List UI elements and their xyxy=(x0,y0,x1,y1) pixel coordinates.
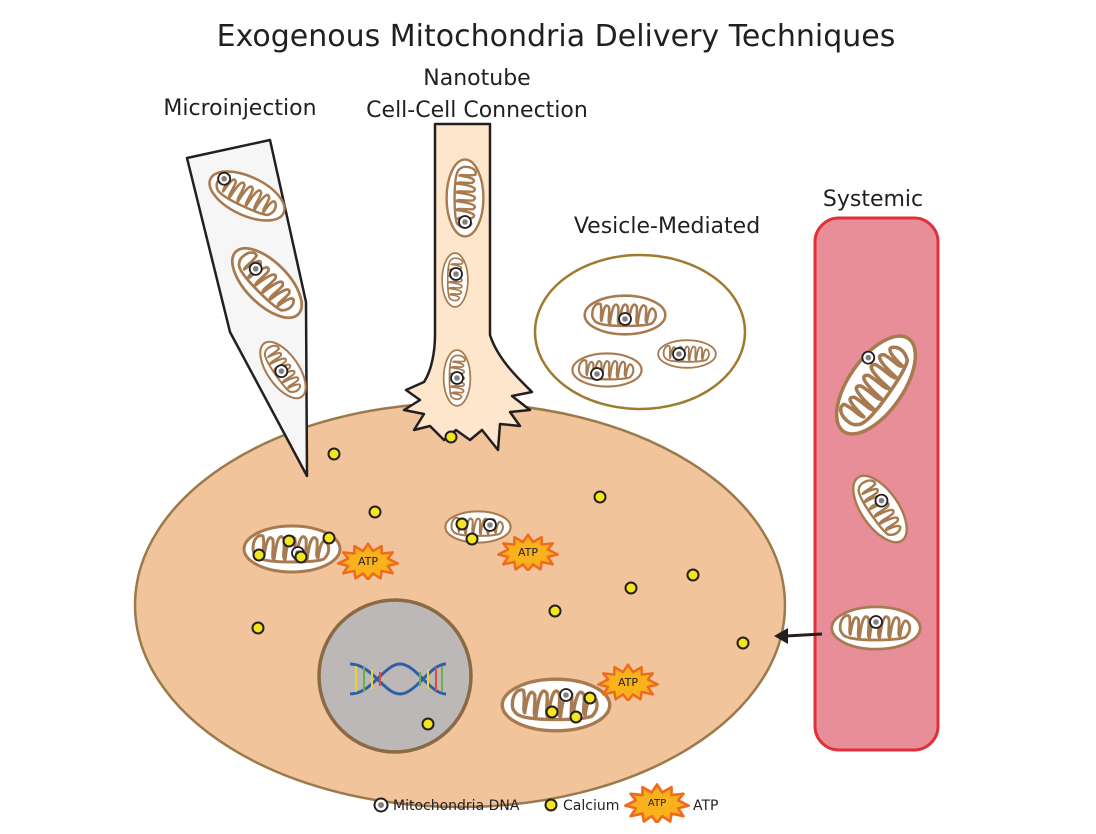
calcium-icon xyxy=(569,710,583,724)
nanotube-label-line1: Nanotube xyxy=(423,66,530,91)
atp-burst: ATP xyxy=(497,533,559,571)
calcium-icon xyxy=(593,490,607,504)
mitochondrion xyxy=(657,339,717,369)
mitochondrion xyxy=(830,605,922,651)
host-cell xyxy=(133,401,787,809)
calcium-icon xyxy=(736,636,750,650)
mtdna-icon xyxy=(869,615,883,629)
mtdna-icon xyxy=(874,493,889,508)
entry-arrow xyxy=(774,628,823,644)
mtdna-icon xyxy=(559,688,573,702)
mtdna-icon xyxy=(450,371,464,385)
legend-calcium-label: Calcium xyxy=(563,798,619,814)
vesicle-label: Vesicle-Mediated xyxy=(574,214,760,239)
calcium-icon xyxy=(444,430,458,444)
mitochondrion xyxy=(819,321,933,449)
svg-text:ATP: ATP xyxy=(358,555,378,568)
calcium-icon xyxy=(252,548,266,562)
nucleus xyxy=(317,598,473,754)
legend-mtdna-label: Mitochondria DNA xyxy=(393,798,520,814)
mtdna-icon xyxy=(590,367,604,381)
mtdna-icon xyxy=(248,261,263,276)
mitochondrion xyxy=(441,252,469,308)
mitochondrion xyxy=(583,294,667,336)
legend-mtdna-icon xyxy=(373,797,389,813)
atp-burst: ATP xyxy=(597,663,659,701)
atp-burst: ATP xyxy=(337,542,399,580)
calcium-icon xyxy=(282,534,296,548)
calcium-icon xyxy=(583,691,597,705)
mitochondrion xyxy=(250,333,316,407)
mtdna-icon xyxy=(274,364,289,379)
calcium-layer xyxy=(251,430,750,731)
mtdna-icon xyxy=(449,267,463,281)
svg-text:ATP: ATP xyxy=(518,546,538,559)
calcium-icon xyxy=(545,705,559,719)
calcium-icon xyxy=(455,517,469,531)
svg-text:ATP: ATP xyxy=(648,798,666,809)
legend-atp-icon: ATP xyxy=(624,783,690,823)
dna-helix-icon xyxy=(349,662,447,696)
calcium-icon xyxy=(251,621,265,635)
legend-calcium-icon xyxy=(544,798,558,812)
mitochondrion xyxy=(445,158,485,238)
calcium-icon xyxy=(624,581,638,595)
mtdna-icon xyxy=(861,350,876,365)
mtdna-icon xyxy=(483,518,497,532)
mitochondrion xyxy=(571,352,643,388)
atp-layer: ATP ATP ATP xyxy=(337,533,659,701)
calcium-icon xyxy=(686,568,700,582)
calcium-icon xyxy=(294,550,308,564)
calcium-icon xyxy=(322,531,336,545)
mitochondrion xyxy=(841,465,919,553)
mitochondrion xyxy=(219,235,315,331)
calcium-icon xyxy=(465,532,479,546)
calcium-icon xyxy=(421,717,435,731)
svg-text:ATP: ATP xyxy=(618,676,638,689)
calcium-icon xyxy=(368,505,382,519)
mitochondrion xyxy=(444,510,512,544)
legend: Mitochondria DNA Calcium ATP ATP xyxy=(373,783,718,823)
mitochondria-layer xyxy=(200,158,933,733)
calcium-icon xyxy=(327,447,341,461)
mitochondrion xyxy=(500,677,612,733)
microinjection-label: Microinjection xyxy=(163,96,316,121)
calcium-icon xyxy=(548,604,562,618)
legend-atp-label: ATP xyxy=(693,798,718,814)
mtdna-icon xyxy=(672,347,686,361)
mtdna-icon xyxy=(217,171,232,186)
systemic-label: Systemic xyxy=(823,187,923,212)
nanotube-label-line2: Cell-Cell Connection xyxy=(366,98,588,123)
mtdna-icon xyxy=(458,215,472,229)
diagram-title: Exogenous Mitochondria Delivery Techniqu… xyxy=(217,19,896,54)
mtdna-icon xyxy=(618,312,632,326)
mitochondrion xyxy=(442,349,472,407)
mitochondrion xyxy=(200,159,294,233)
